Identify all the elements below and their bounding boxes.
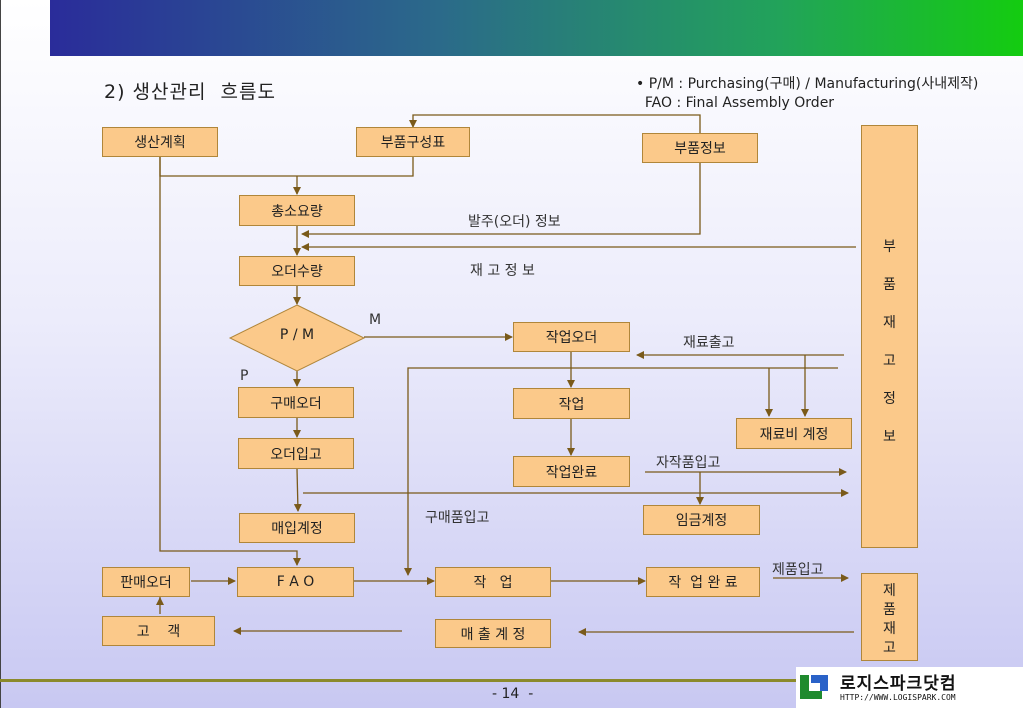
box-labor-cost-account: 임금계정: [643, 505, 760, 535]
parts-inventory-char: 품: [883, 277, 896, 293]
parts-inventory-char: 재: [883, 315, 896, 331]
product-inventory-char: 고: [883, 640, 896, 656]
product-inventory-column: 제 품 재 고: [861, 573, 918, 661]
logo-name: 로지스파크닷컴: [840, 674, 957, 694]
logispark-logo: 로지스파크닷컴 HTTP://WWW.LOGISPARK.COM: [796, 667, 1023, 708]
page-title: 2) 생산관리 흐름도: [104, 81, 276, 103]
parts-inventory-char: 정: [883, 391, 896, 407]
box-purchase-order: 구매오더: [238, 387, 354, 418]
parts-inventory-char: 고: [883, 353, 896, 369]
box-work-order: 작업오더: [513, 322, 630, 352]
header-gradient-bar: [50, 0, 1023, 56]
box-work-complete: 작업완료: [513, 456, 630, 487]
product-inventory-char: 품: [883, 602, 896, 618]
label-self-made-receipt: 자작품입고: [656, 455, 721, 471]
box-work-final: 작 업: [435, 567, 551, 597]
label-stock-info: 재 고 정 보: [470, 263, 535, 279]
box-production-plan: 생산계획: [102, 127, 218, 157]
pm-decision-label: P / M: [279, 327, 315, 343]
label-m: M: [369, 312, 382, 328]
left-border: [0, 0, 1, 708]
footer-rule: [0, 679, 1023, 682]
box-gross-requirement: 총소요량: [239, 195, 355, 226]
label-purchased-receipt: 구매품입고: [425, 510, 490, 526]
box-bom: 부품구성표: [356, 127, 470, 157]
label-p: P: [240, 368, 249, 384]
legend-note-pm: • P/M : Purchasing(구매) / Manufacturing(사…: [636, 76, 979, 92]
product-inventory-char: 재: [883, 621, 896, 637]
box-work: 작업: [513, 388, 630, 419]
box-material-cost-account: 재료비 계정: [736, 418, 852, 449]
box-fao: F A O: [237, 567, 354, 597]
parts-inventory-char: 부: [883, 239, 896, 255]
box-order-receipt: 오더입고: [238, 438, 354, 469]
logo-url: HTTP://WWW.LOGISPARK.COM: [840, 693, 956, 702]
label-order-info: 발주(오더) 정보: [468, 214, 561, 230]
legend-note-fao: FAO : Final Assembly Order: [636, 95, 835, 111]
box-sales-account: 매 출 계 정: [435, 619, 551, 648]
logo-mark-icon: [800, 675, 828, 699]
box-parts-info: 부품정보: [642, 133, 758, 163]
legend-note: • P/M : Purchasing(구매) / Manufacturing(사…: [636, 75, 978, 113]
label-product-receipt: 제품입고: [772, 562, 824, 578]
parts-inventory-info-column: 부 품 재 고 정 보: [861, 125, 918, 548]
box-sales-order: 판매오더: [102, 567, 190, 597]
label-material-issue: 재료출고: [683, 335, 735, 351]
parts-inventory-char: 보: [883, 429, 896, 445]
box-customer: 고 객: [102, 616, 215, 646]
product-inventory-char: 제: [883, 583, 896, 599]
pm-decision-diamond: [228, 304, 366, 372]
box-purchase-account: 매입계정: [239, 513, 355, 543]
box-work-complete-final: 작 업 완 료: [646, 567, 760, 597]
box-order-quantity: 오더수량: [239, 256, 355, 286]
page-number: - 14 -: [492, 686, 534, 702]
